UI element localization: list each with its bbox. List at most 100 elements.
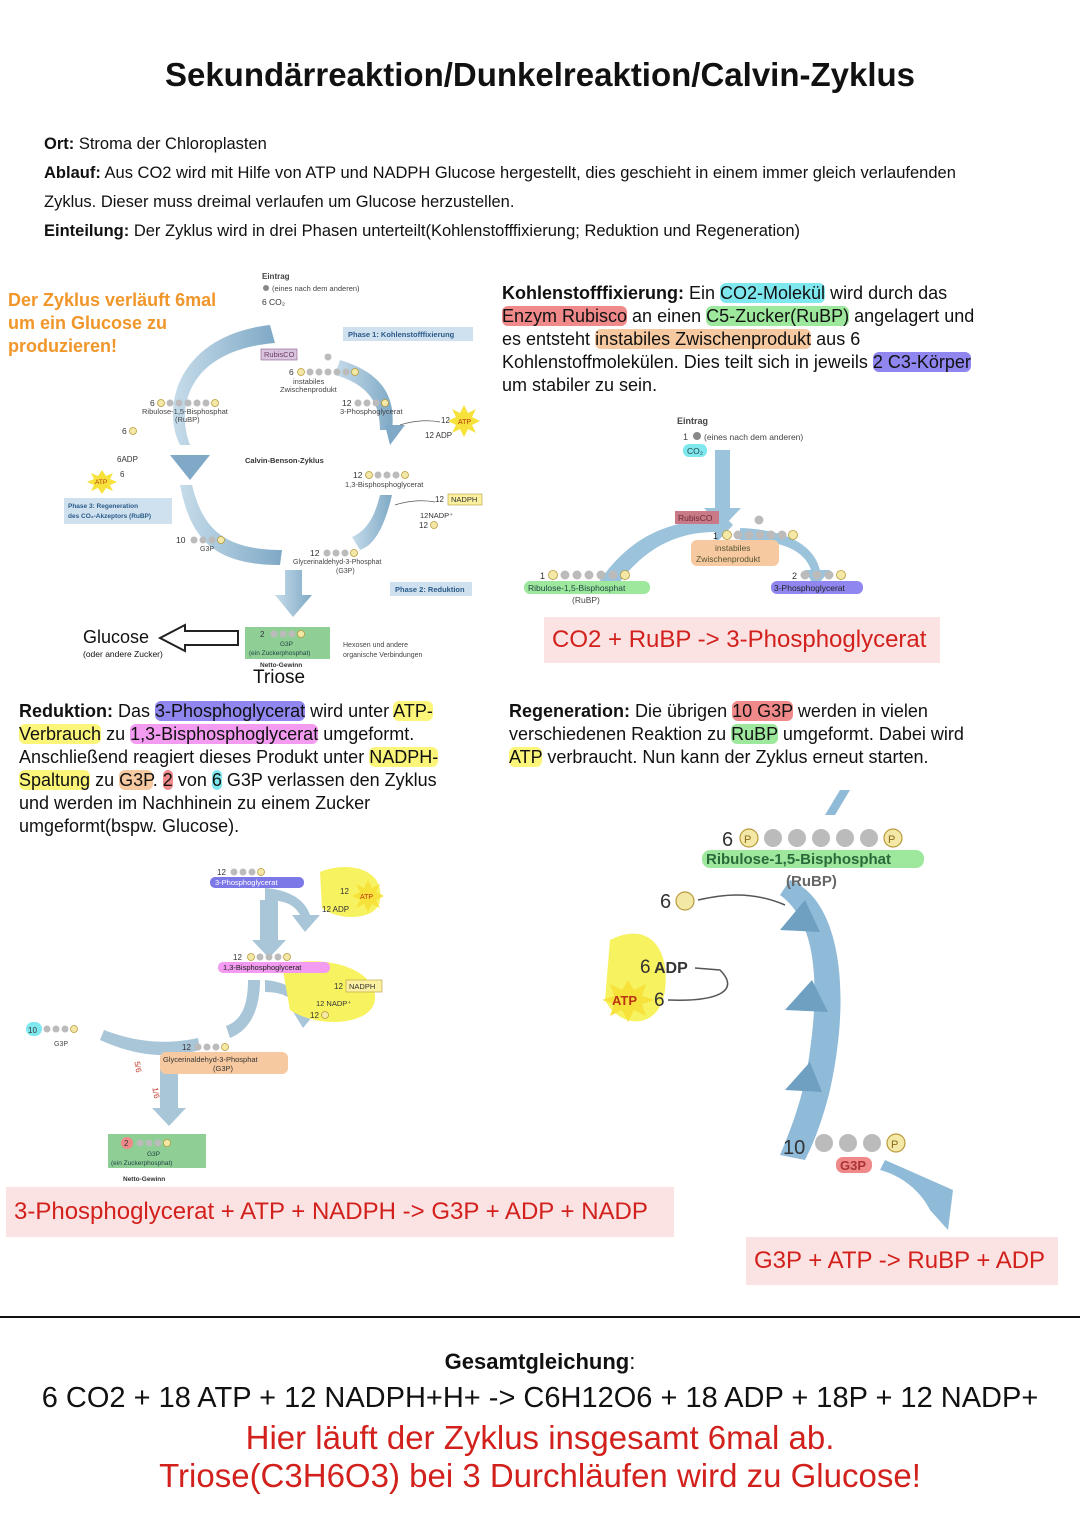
calvin-cycle-diagram: Eintrag (eines nach dem anderen) 6 CO₂ P…	[64, 272, 483, 688]
einteilung-line: Einteilung: Der Zyklus wird in drei Phas…	[44, 217, 1054, 246]
red-netto: Netto-Gewinn	[123, 1176, 165, 1183]
glucose-label: Glucose	[83, 627, 149, 647]
fixierung-text: Kohlenstofffixierung: Ein CO2-Molekül wi…	[502, 282, 1062, 397]
hexosen-2: organische Verbindungen	[343, 652, 423, 659]
atp6-burst-icon	[87, 470, 117, 494]
calvin-label: Calvin-Benson-Zyklus	[245, 456, 324, 465]
red-nadph2-highlight: Spaltung	[19, 770, 91, 790]
red-pga-highlight: 3-Phosphoglycerat	[155, 701, 306, 721]
instabil-highlight: instabiles Zwischenprodukt	[595, 329, 812, 349]
nadph-label: NADPH	[451, 495, 477, 504]
reg-arrowhead-3	[785, 1062, 822, 1092]
fix-pga-label: 3-Phosphoglycerat	[774, 583, 846, 593]
einteilung-text: Der Zyklus wird in drei Phasen unterteil…	[133, 222, 801, 240]
nadph-count: 12	[435, 495, 444, 504]
nadp-label: 12NADP⁺	[420, 511, 453, 520]
fix-rubisco-box	[675, 511, 719, 524]
fix-eintrag: Eintrag	[677, 416, 708, 426]
red-atp2-highlight: Verbrauch	[19, 724, 102, 744]
fix-instabil-chain	[722, 515, 798, 540]
fix-pga-count: 2	[792, 571, 797, 581]
reg-main-arrow	[780, 880, 841, 1160]
atp-label: ATP	[458, 419, 471, 426]
red-nadph-box	[345, 979, 383, 993]
red-arrow-down-1	[252, 900, 286, 958]
cycle-arrowhead-left	[170, 455, 210, 480]
phase2-label: Phase 2: Reduktion	[395, 585, 465, 594]
instabil-count: 6	[289, 367, 294, 377]
pi12-count: 12	[419, 521, 428, 530]
reg-top-arrow	[825, 790, 850, 815]
red-out-zucker: (ein Zuckerphosphat)	[111, 1160, 172, 1167]
eintrag-dot-icon	[263, 285, 269, 291]
fixierung-t2: wird durch das	[825, 283, 948, 303]
fix-co2-dot-icon	[693, 432, 701, 440]
red-nadph-highlight: NADPH-	[369, 747, 439, 767]
zwischenprodukt-label: Zwischenprodukt	[280, 385, 338, 394]
phase3-label-b: des CO₂-Akzeptors (RuBP)	[68, 513, 151, 520]
fixierung-arrow-in	[595, 506, 733, 592]
g3p10-count: 10	[176, 535, 186, 545]
fixierung-t5: es entsteht	[502, 329, 596, 349]
reduktion-t8: von	[172, 770, 212, 790]
rubp-chain	[157, 399, 219, 407]
regeneration-text: Regeneration: Die übrigen 10 G3P werden …	[509, 700, 1069, 769]
reduktion-diagram: 12 3-Phosphoglycerat ATP 12 12 ADP 12 1,…	[26, 867, 384, 1183]
ablauf-line-2: Zyklus. Dieser muss dreimal verlaufen um…	[44, 193, 515, 211]
ablauf-text-1: Aus CO2 wird mit Hilfe von ATP und NADPH…	[104, 164, 956, 182]
gesamt-note-2: Triose(C3H6O3) bei 3 Durchläufen wird zu…	[159, 1457, 921, 1494]
fixierung-t4: angelagert und	[849, 306, 975, 326]
red-12a: 12	[217, 868, 226, 877]
regeneration-equation: G3P + ATP -> RuBP + ADP	[746, 1237, 1058, 1285]
eintrag-label: Eintrag	[262, 272, 290, 281]
phase3-box	[64, 498, 172, 524]
gesamt-equation: 6 CO2 + 18 ATP + 12 NADPH+H+ -> C6H12O6 …	[41, 1382, 1039, 1414]
pi-icon	[129, 427, 137, 435]
intro-block: Ort: Stroma der Chloroplasten Ablauf: Au…	[44, 130, 1054, 246]
reduktion-t11: umgeformt(bspw. Glucose).	[19, 816, 240, 836]
reduktion-t1: Das	[113, 701, 156, 721]
reg-10: 10	[783, 1137, 805, 1159]
svg-text:P: P	[891, 1139, 898, 1151]
atp6-count: 6	[120, 470, 125, 479]
red-12b: 12	[233, 953, 242, 962]
cycle-count-note: Der Zyklus verläuft 6mal um ein Glucose …	[8, 290, 217, 356]
fixierung-t8: um stabiler zu sein.	[502, 375, 658, 395]
fix-instabil-highlight	[691, 540, 779, 566]
red-g3p10-chain	[43, 1025, 78, 1033]
red-atp-count: 12	[340, 887, 349, 896]
reg-atp-highlight: ATP	[509, 747, 543, 767]
reg-atp-arrow	[667, 967, 729, 1001]
red-out-two-highlight	[121, 1137, 133, 1149]
cycle-arrow-top-left	[172, 325, 275, 445]
co2-count: 6	[262, 297, 267, 307]
red-pga-label: 3-Phosphoglycerat	[215, 878, 278, 887]
phase3-label-a: Phase 3: Regeneration	[68, 503, 138, 510]
gap-abbr: (G3P)	[336, 568, 355, 575]
atp-arrow	[399, 420, 441, 426]
red-adp-label: 12 ADP	[322, 905, 349, 914]
cycle-arrowhead-right	[385, 425, 405, 445]
ort-label: Ort:	[44, 135, 75, 153]
regeneration-diagram: 6 P P Ribulose-1,5-Bisphosphat (RuBP) 6 …	[602, 790, 953, 1230]
reduktion-t10: und werden im Nachhinein zu einem Zucker	[19, 793, 371, 813]
reg-rubp-abbr: (RuBP)	[786, 873, 837, 890]
reduktion-t7: .	[152, 770, 163, 790]
gesamt-note-1: Hier läuft der Zyklus insgesamt 6mal ab.	[245, 1419, 835, 1456]
instabil-label: instabiles	[293, 377, 325, 386]
svg-text:P: P	[888, 834, 895, 846]
gap-chain	[323, 549, 358, 557]
phase2-box	[390, 582, 472, 596]
co2-arrow-down	[704, 450, 741, 528]
fix-eines: (eines nach dem anderen)	[704, 432, 803, 442]
red-out-g3p: G3P	[147, 1151, 160, 1158]
reg-lower-arrow	[880, 1160, 953, 1230]
red-atp-highlight: ATP-	[393, 701, 433, 721]
ablauf-line: Ablauf: Aus CO2 wird mit Hilfe von ATP u…	[44, 159, 1054, 188]
nadph-arrow	[394, 500, 436, 506]
red-bpg-label: 1,3-Bisphosphoglycerat	[223, 963, 302, 972]
reg-arrowhead-2	[785, 980, 828, 1012]
phase1-label: Phase 1: Kohlenstofffixierung	[348, 330, 455, 339]
fix-co2-highlight	[683, 444, 707, 457]
red-bpg-chain	[247, 953, 291, 961]
